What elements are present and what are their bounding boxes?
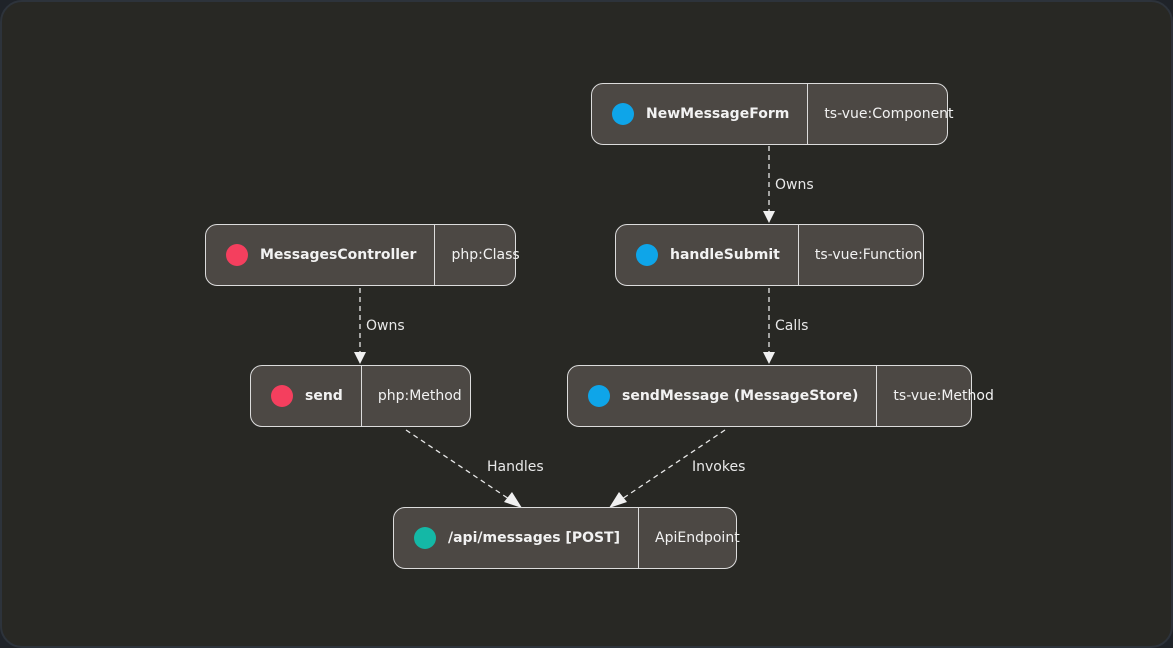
node-api-messages[interactable]: /api/messages [POST] ApiEndpoint [393, 507, 740, 569]
arrow-head [763, 211, 775, 223]
language-dot-icon [612, 103, 634, 125]
arrow-head [354, 352, 366, 364]
node-name: sendMessage (MessageStore) [622, 388, 859, 404]
edge-label-handles: Handles [487, 459, 544, 475]
node-name: send [305, 388, 343, 404]
node-type: php:Class [451, 247, 520, 263]
node-new-message-form[interactable]: NewMessageForm ts-vue:Component [591, 83, 954, 145]
node-send-message[interactable]: sendMessage (MessageStore) ts-vue:Method [567, 365, 994, 427]
node-type: ts-vue:Method [893, 388, 994, 404]
language-dot-icon [271, 385, 293, 407]
node-type: ApiEndpoint [655, 530, 740, 546]
node-main: NewMessageForm [592, 84, 809, 144]
language-dot-icon [588, 385, 610, 407]
edge-label-invokes: Invokes [692, 459, 746, 475]
edge-label-owns: Owns [366, 318, 405, 334]
node-main: MessagesController [206, 225, 436, 285]
node-name: handleSubmit [670, 247, 780, 263]
edge-label-calls: Calls [775, 318, 809, 334]
node-send[interactable]: send php:Method [250, 365, 471, 427]
node-type: ts-vue:Function [814, 247, 923, 263]
arrow-head [763, 352, 775, 364]
node-main: sendMessage (MessageStore) [568, 366, 878, 426]
node-name: /api/messages [POST] [448, 530, 621, 546]
language-dot-icon [414, 527, 436, 549]
arrow-head [504, 492, 522, 508]
node-type: php:Method [377, 388, 462, 404]
node-type: ts-vue:Component [824, 106, 954, 122]
arrow-head [609, 492, 627, 508]
node-name: NewMessageForm [646, 106, 790, 122]
edge-label-owns: Owns [775, 177, 814, 193]
node-handle-submit[interactable]: handleSubmit ts-vue:Function [615, 224, 924, 286]
node-main: send [251, 366, 362, 426]
language-dot-icon [636, 244, 658, 266]
node-name: MessagesController [260, 247, 417, 263]
node-main: /api/messages [POST] [394, 508, 640, 568]
node-messages-controller[interactable]: MessagesController php:Class [205, 224, 520, 286]
language-dot-icon [226, 244, 248, 266]
node-main: handleSubmit [616, 225, 799, 285]
